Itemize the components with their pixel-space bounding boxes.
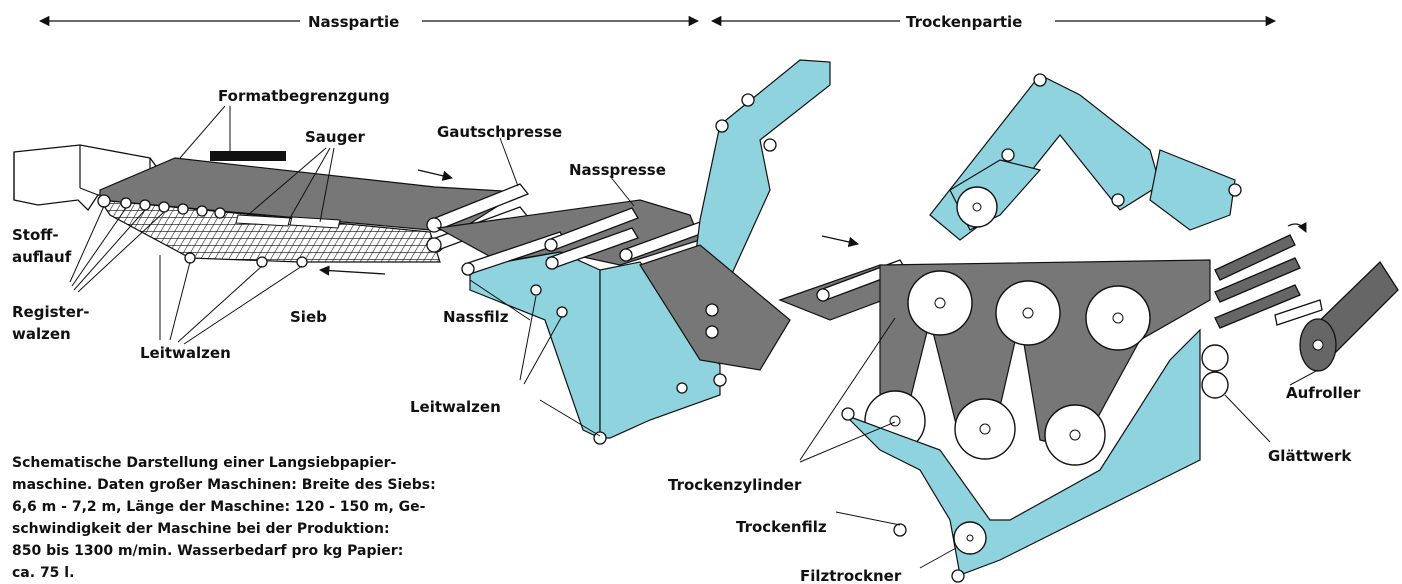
label-leitwalzen-mid: Leitwalzen [410, 398, 501, 416]
reel-roll [1288, 224, 1398, 371]
label-nasspresse: Nasspresse [569, 161, 666, 179]
caption-line: ca. 75 l. [12, 565, 74, 581]
flow-arrow-wire-return [320, 270, 385, 274]
section-label-wet: Nasspartie [308, 13, 399, 31]
label-stoffauflauf-2: auflauf [12, 248, 72, 266]
label-aufroller: Aufroller [1286, 384, 1361, 402]
caption-block: Schematische Darstellung einer Langsiebp… [12, 455, 436, 581]
label-stoffauflauf-1: Stoff- [12, 226, 59, 244]
label-sieb: Sieb [290, 308, 327, 326]
label-registerwalzen-1: Register- [12, 303, 90, 321]
label-glaettwerk: Glättwerk [1268, 447, 1352, 465]
caption-line: 850 bis 1300 m/min. Wasserbedarf pro kg … [12, 543, 403, 559]
label-gautschpresse: Gautschpresse [437, 123, 562, 141]
label-sauger: Sauger [305, 128, 366, 146]
felt-dryer-top [950, 160, 1040, 230]
calender-rolls [1202, 235, 1322, 398]
section-label-dry: Trockenpartie [906, 13, 1022, 31]
label-trockenfilz: Trockenfilz [736, 518, 827, 536]
caption-line: maschine. Daten großer Maschinen: Breite… [12, 477, 436, 493]
format-limiter-bar [210, 151, 286, 161]
caption-line: 6,6 m - 7,2 m, Länge der Maschine: 120 -… [12, 499, 426, 515]
caption-line: schwindigkeit der Maschine bei der Produ… [12, 521, 390, 537]
flow-arrow-top [418, 170, 452, 178]
label-leitwalzen-left: Leitwalzen [140, 344, 231, 362]
label-nassfilz: Nassfilz [443, 308, 509, 326]
label-filztrockner: Filztrockner [800, 567, 902, 584]
caption-line: Schematische Darstellung einer Langsiebp… [12, 455, 396, 471]
flow-arrow-dry [822, 236, 858, 244]
label-trockenzylinder: Trockenzylinder [668, 476, 802, 494]
label-formatbegrenzung: Formatbegrenzgung [218, 87, 390, 105]
label-registerwalzen-2: walzen [12, 325, 71, 343]
